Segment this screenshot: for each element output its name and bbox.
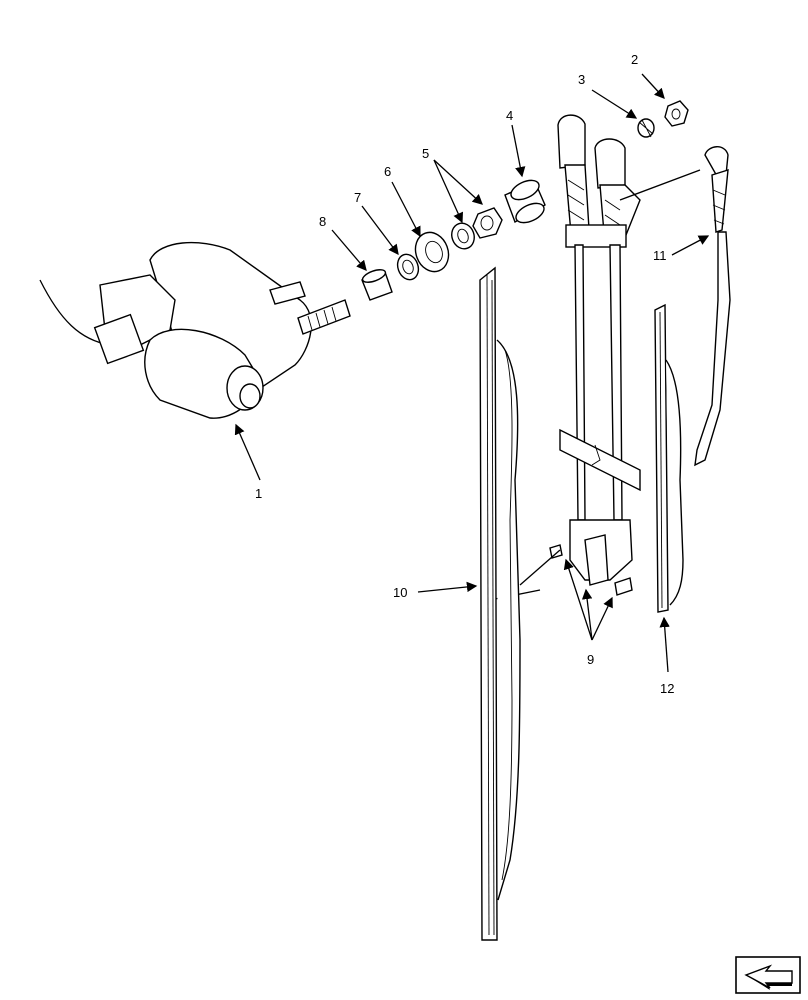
- wiper-blade-10: [479, 266, 521, 941]
- callout-2: 2: [631, 52, 638, 67]
- leader-lines: [234, 73, 710, 673]
- callout-1: 1: [255, 486, 262, 501]
- washer-7: [396, 253, 420, 281]
- callout-10: 10: [393, 585, 407, 600]
- lock-washer-3: [637, 118, 655, 138]
- wiper-arm-11: [619, 146, 731, 467]
- bushing-8: [361, 269, 393, 301]
- callout-labels: 1 2 3 4 5 6 7 8 9 10 11 12: [255, 52, 674, 696]
- callout-6: 6: [384, 164, 391, 179]
- nut-5b: [472, 207, 503, 239]
- nut-2: [664, 100, 689, 127]
- callout-4: 4: [506, 108, 513, 123]
- callout-8: 8: [319, 214, 326, 229]
- cap-4: [504, 179, 546, 224]
- callout-11: 11: [653, 248, 667, 263]
- callout-12: 12: [660, 681, 674, 696]
- callout-5: 5: [422, 146, 429, 161]
- washer-5a: [451, 222, 475, 250]
- arrow-back-icon[interactable]: [735, 956, 801, 994]
- callout-3: 3: [578, 72, 585, 87]
- callout-7: 7: [354, 190, 361, 205]
- wiper-arm-assembly-9: [489, 114, 641, 601]
- seal-6: [414, 231, 450, 273]
- wiper-motor: [39, 241, 351, 419]
- wiper-blade-12: [654, 303, 684, 613]
- callout-9: 9: [587, 652, 594, 667]
